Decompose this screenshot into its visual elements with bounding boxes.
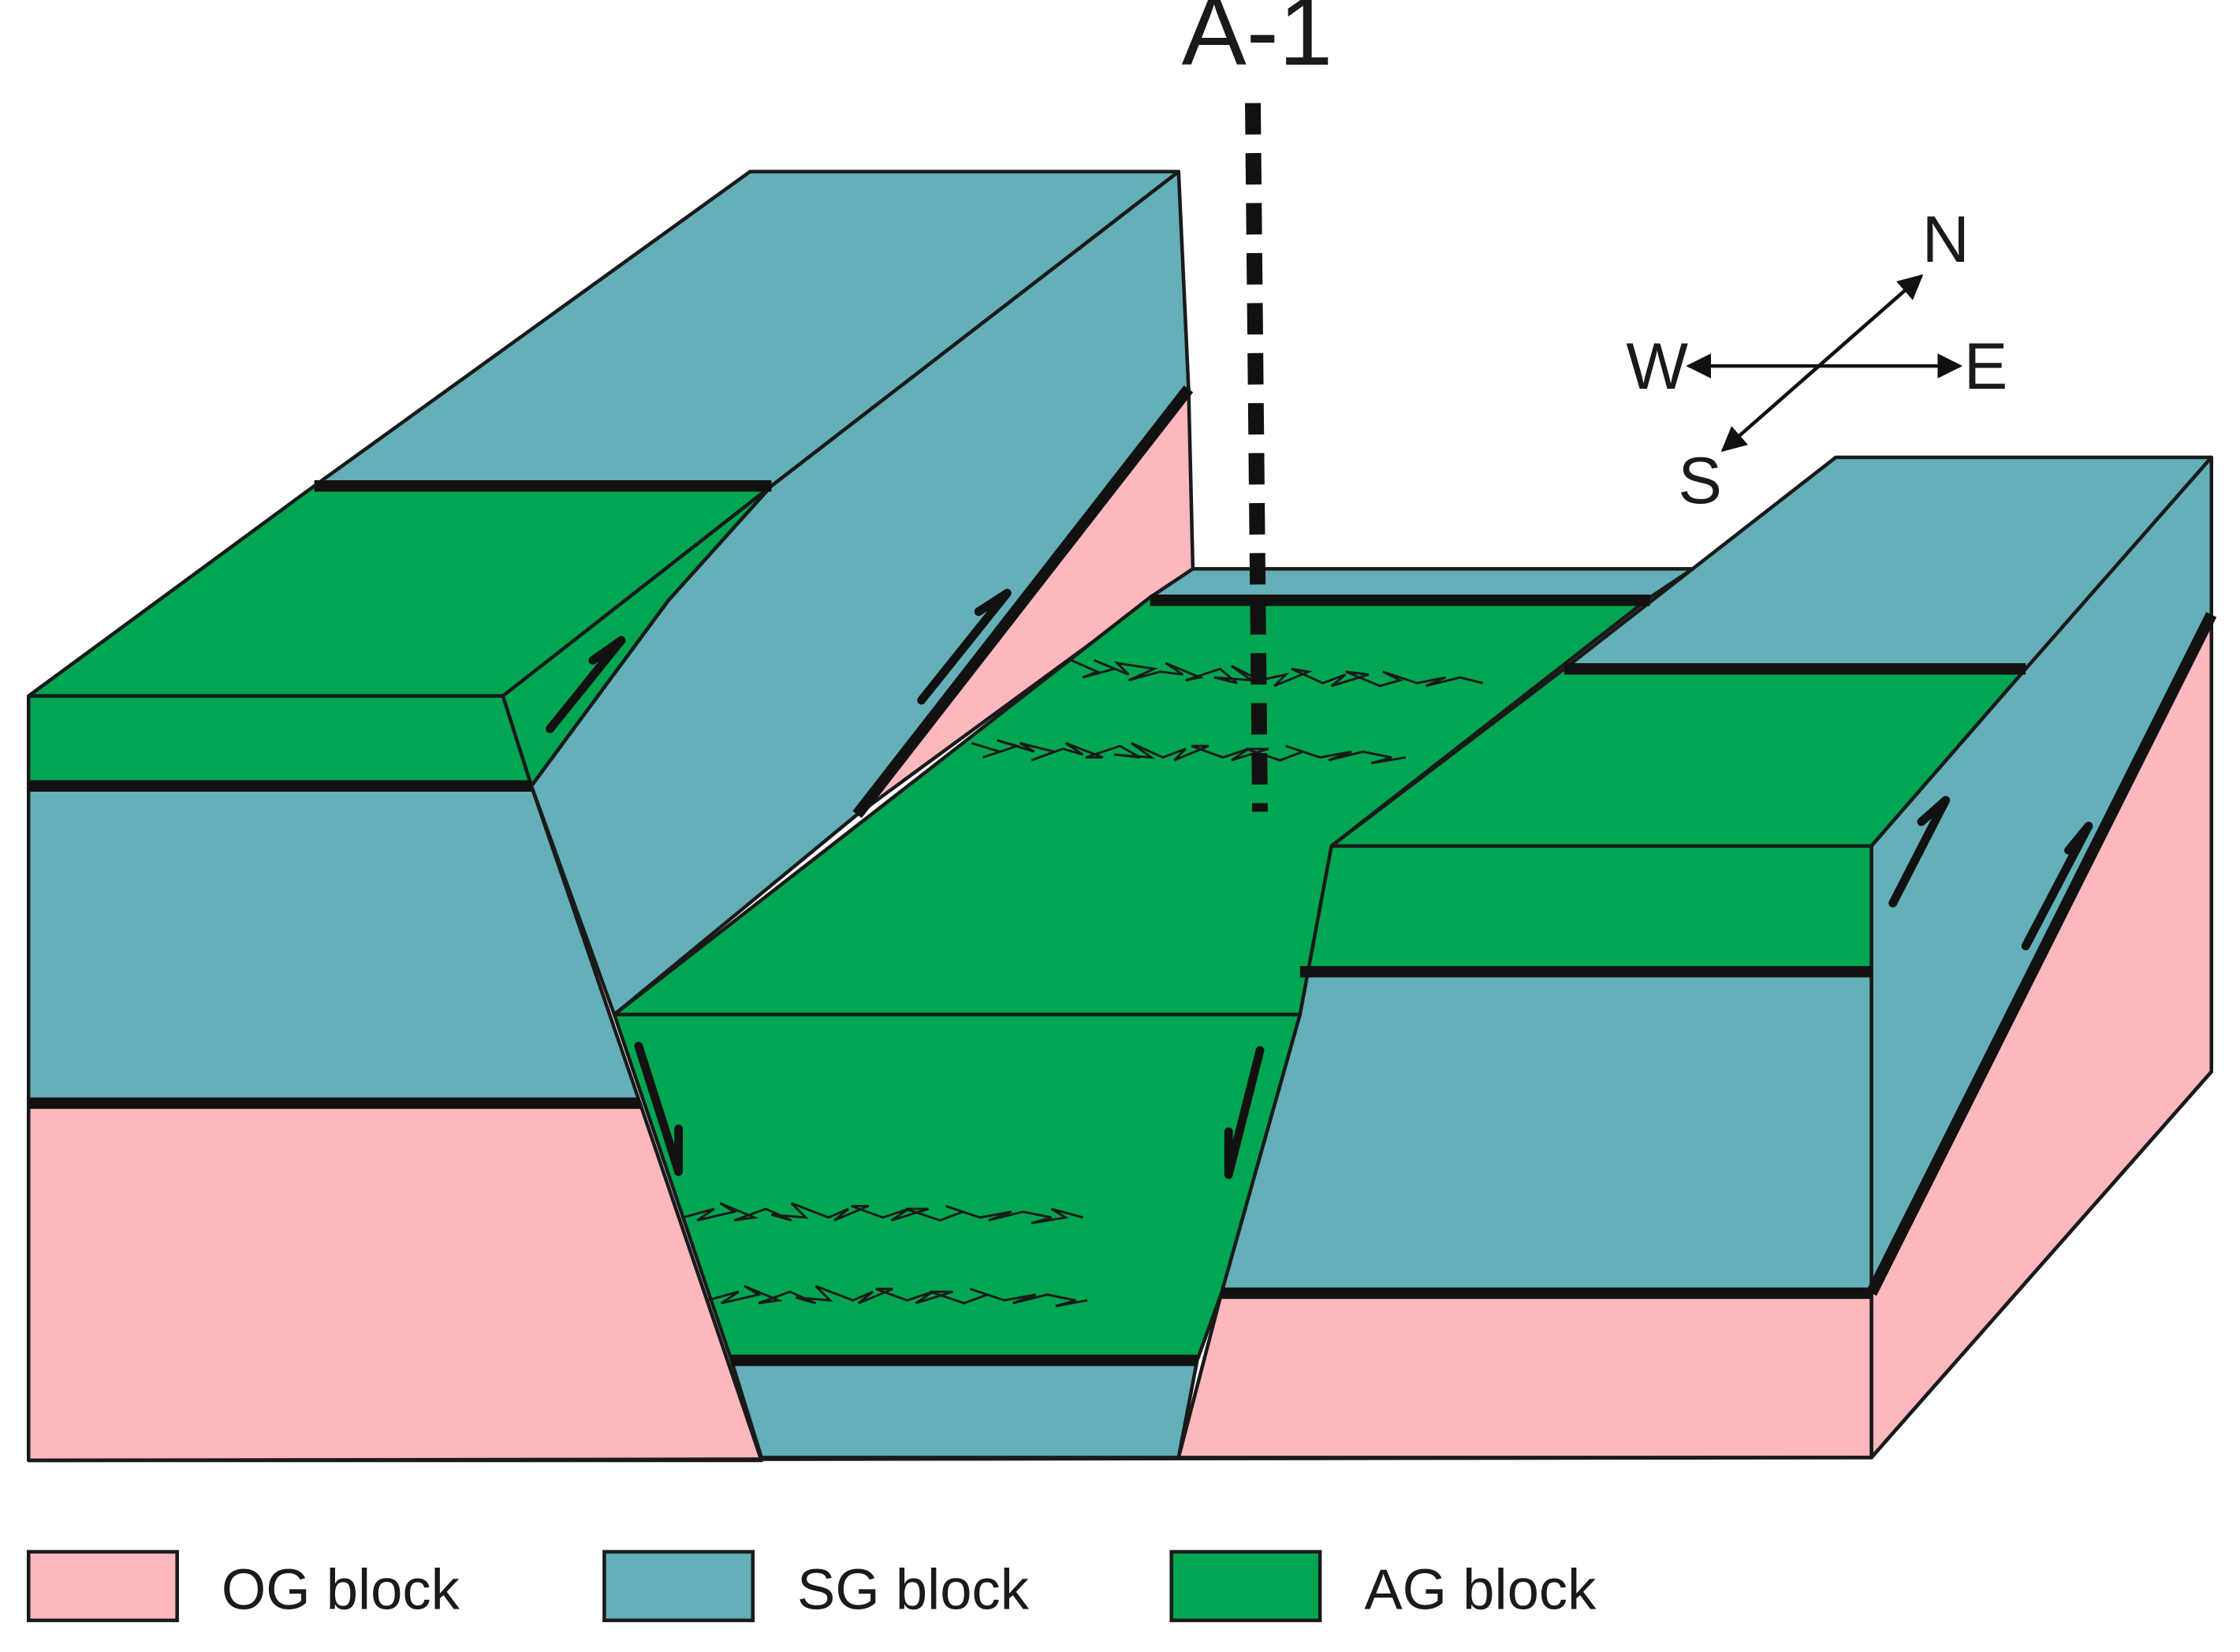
right-front-sg [1219,970,1873,1296]
fault-arrow-up-right-side [2021,822,2093,951]
layer-boundaries [28,385,2217,1367]
fracture-zone-front-1 [682,1202,1083,1225]
legend-item-og: OG block [26,1549,460,1623]
fault-arrow-down-graben-left [634,1042,684,1177]
well-a1-trace [1245,103,1269,812]
graben-front-sg [729,1358,1199,1460]
fault-arrow-up-left-horst [546,636,626,733]
fracture-zone-front-2 [706,1285,1088,1307]
right-horst-block [1176,455,2214,1460]
well-a1: A-1 [1182,0,1333,812]
legend-swatch-ag [1169,1549,1322,1623]
legend-item-sg: SG block [602,1549,1030,1623]
fault-arrow-up-right-horst [1888,796,1951,908]
right-front-ag [1298,844,1873,974]
fault-motion-arrows [546,588,2093,1180]
graben-front-ag [612,1012,1303,1363]
left-horst-fault-plane-sg [529,170,1191,1016]
compass-ns-arrow [1720,274,1924,453]
legend-swatch-sg [602,1549,755,1623]
compass-rose: N S E W [1626,203,2007,517]
compass-north-label: N [1922,203,1970,276]
legend-swatch-og [26,1549,179,1623]
fault-arrow-up-left-fault [917,588,1012,705]
fracture-zones [682,658,1484,1307]
compass-west-label: W [1626,330,1688,403]
compass-south-label: S [1678,444,1722,517]
left-front-ag [26,694,534,789]
left-front-og [26,1101,763,1463]
fault-arrow-down-graben-right [1224,1046,1265,1180]
legend-label-ag: AG block [1364,1557,1597,1621]
compass-east-label: E [1964,330,2008,403]
right-front-og [1176,1291,1873,1460]
fracture-zone-top-1 [1071,658,1484,688]
legend: OG block SG block AG block [26,1549,1597,1623]
well-a1-label: A-1 [1182,0,1333,86]
fracture-zone-top-2 [971,739,1407,765]
legend-item-ag: AG block [1169,1549,1597,1623]
block-outline [28,1070,2213,1463]
legend-label-sg: SG block [797,1557,1030,1621]
legend-label-og: OG block [222,1557,460,1621]
central-graben-block [612,567,1695,1460]
graben-top-sg-strip [1148,567,1695,599]
